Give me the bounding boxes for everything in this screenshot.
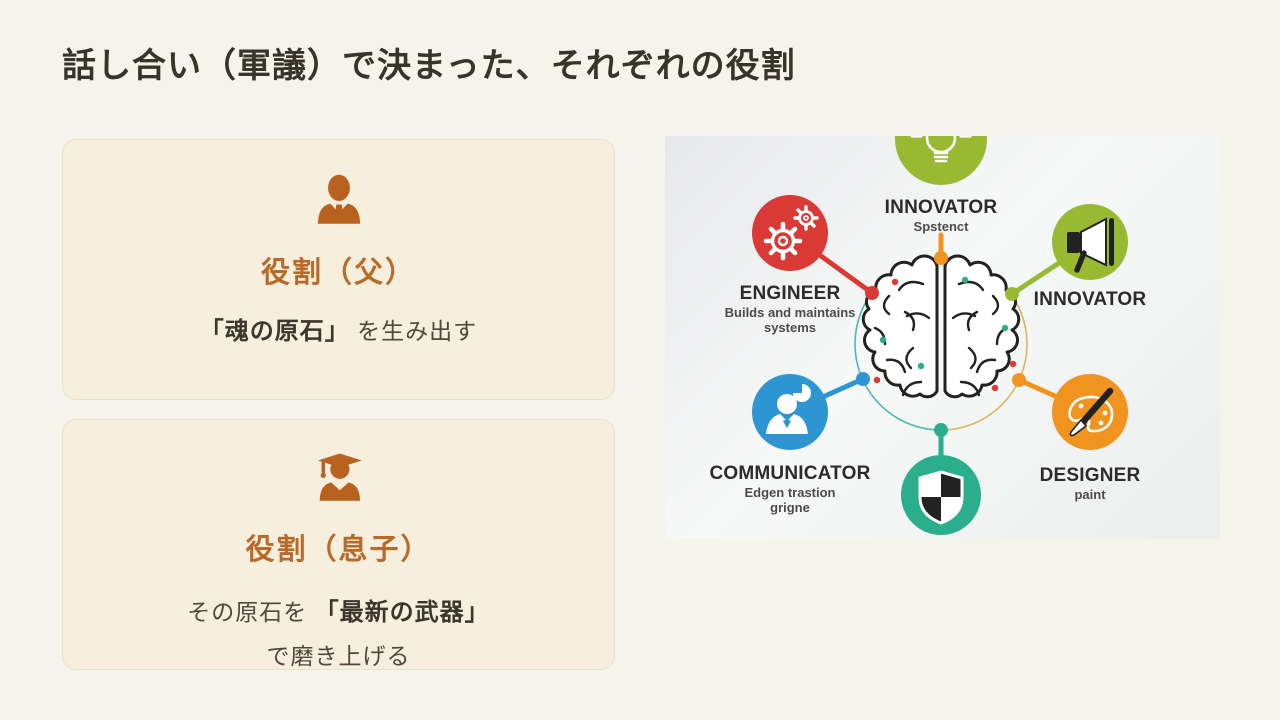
infographic-canvas: INNOVATOR Spstenct <box>709 136 1147 535</box>
card-body-son-line2: で磨き上げる <box>266 643 411 670</box>
node-label-innovator-right: INNOVATOR <box>1034 289 1147 310</box>
ring-dots <box>856 251 1026 437</box>
node-communicator: COMMUNICATOR Edgen trastion grigne <box>709 374 870 515</box>
node-innovator-top: INNOVATOR Spstenct <box>885 136 998 234</box>
megaphone-icon <box>1067 217 1114 273</box>
node-innovator-right: INNOVATOR <box>1034 204 1147 310</box>
page-title: 話し合い（軍議）で決まった、それぞれの役割 <box>62 47 796 85</box>
support-agent-icon <box>766 384 811 434</box>
card-body-son-pre: その原石を <box>187 599 315 625</box>
node-designer: DESIGNER paint <box>1040 374 1141 502</box>
role-card-son: 役割（息子） その原石を 「最新の武器」で磨き上げる <box>62 419 615 670</box>
brain-dots <box>873 276 1017 392</box>
node-sub-communicator-1: Edgen trastion <box>744 485 835 500</box>
gears-icon <box>763 205 819 261</box>
card-body-father: 「魂の原石」 を生み出す <box>200 313 477 350</box>
connector-lines <box>818 232 1062 458</box>
node-sub-engineer-2: systems <box>764 320 816 335</box>
graduate-icon <box>311 450 367 506</box>
node-sub-communicator-2: grigne <box>770 500 810 515</box>
card-body-son-line1: その原石を 「最新の武器」 <box>187 594 489 631</box>
card-body-son-strong: 「最新の武器」 <box>314 599 490 626</box>
card-body-father-rest: を生み出す <box>349 318 478 344</box>
node-label-designer: DESIGNER <box>1040 465 1141 486</box>
card-body-son: その原石を 「最新の武器」で磨き上げる <box>187 586 489 675</box>
node-label-innovator-top: INNOVATOR <box>885 197 998 218</box>
card-body-father-strong: 「魂の原石」 <box>199 318 350 345</box>
node-shield <box>901 455 981 535</box>
user-tie-icon <box>311 173 367 229</box>
palette-icon <box>1068 387 1114 437</box>
node-label-communicator: COMMUNICATOR <box>709 463 870 484</box>
node-sub-innovator-top: Spstenct <box>914 219 970 234</box>
brain-icon <box>861 254 1021 399</box>
card-heading-father: 役割（父） <box>260 257 416 289</box>
lightbulb-icon <box>910 136 972 163</box>
shield-icon <box>918 470 964 525</box>
brain-roles-infographic: INNOVATOR Spstenct <box>665 136 1220 539</box>
node-sub-designer: paint <box>1074 487 1106 502</box>
role-card-father: 役割（父） 「魂の原石」 を生み出す <box>62 139 615 400</box>
node-sub-engineer-1: Builds and maintains <box>725 305 856 320</box>
node-engineer: ENGINEER Builds and maintains systems <box>725 195 856 335</box>
node-label-engineer: ENGINEER <box>740 283 841 304</box>
card-heading-son: 役割（息子） <box>245 534 432 566</box>
